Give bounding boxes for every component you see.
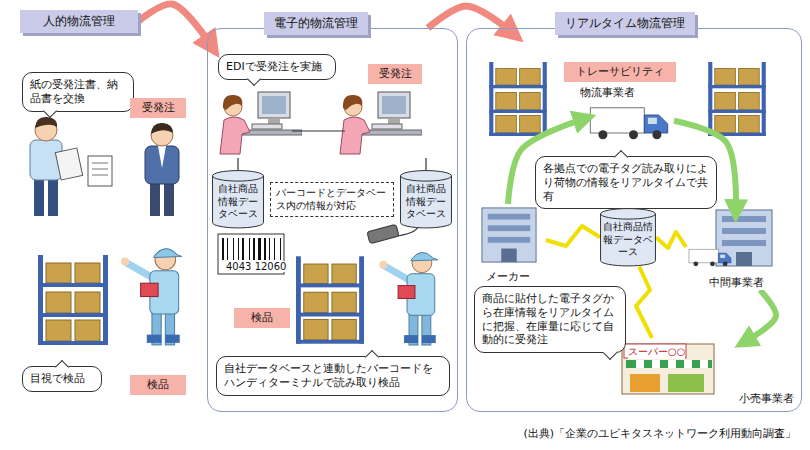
worker [379,252,437,345]
panel-title: リアルタイム物流管理 [555,12,695,35]
node-text: トレーサビリティ [570,65,670,79]
panel-title: 電子的物流管理 [264,12,368,35]
actor-node: 中間事業者 [686,204,786,290]
node-text: 自社商品情報データベース [603,221,653,259]
database-cylinder: 自社商品情報データベース [212,170,264,229]
database-cylinder: 自社商品情報データベース [600,208,656,267]
note-box: バーコードとデータベース内の情報が対応 [270,182,394,217]
speech-bubble: 商品に貼付した電子タグから在庫情報をリアルタイムに把握、在庫量に応じて自動的に受… [474,286,626,353]
bubble-tail [365,349,379,363]
barcode-number: 4043 12060 [226,261,286,272]
node-text: 自社商品情報データベース [403,183,449,221]
node-text: 紙の受発注書、納品書を交換 [30,78,126,106]
bubble-tail [43,104,57,118]
handy-terminal [367,224,399,243]
node-text: 自社データベースと連動したバーコードをハンディターミナルで読み取り検品 [224,362,442,390]
clerk-pc [220,92,302,154]
node-text: 人的物流管理 [30,14,128,29]
worker [121,249,182,345]
flow-arrow [138,4,207,40]
speech-bubble: EDIで受発注を実施 [218,54,336,80]
truck [689,249,731,266]
node-text: 受発注 [136,101,180,115]
actor-node: メーカー [470,204,546,284]
section-panel: EDIで受発注を実施受発注自社商品情報データベースバーコードとデータベース内の情… [207,28,458,412]
category-label: トレーサビリティ [564,62,676,82]
staff-illustration [30,117,179,216]
source-caption: (出典)「企業のユビキタスネットワーク利用動向調査」 [523,426,796,441]
bubble-tail [55,359,69,373]
bubble-tail [614,149,628,163]
radio-link [656,232,686,248]
node-text: 各拠点での電子タグ読み取りにより荷物の情報をリアルタイムで共有 [543,162,709,203]
node-text: 自社商品情報データベース [215,183,261,221]
actor-node: 物流事業者 [578,86,674,144]
speech-bubble: 各拠点での電子タグ読み取りにより荷物の情報をリアルタイムで共有 [535,156,717,209]
radio-link [636,267,652,339]
node-text: バーコードとデータベース内の情報が対応 [276,187,388,212]
node-text: 小売事業者 [737,392,796,406]
maker-building [482,208,536,262]
speech-bubble: 自社データベースと連動したバーコードをハンディターミナルで読み取り検品 [216,356,450,396]
flow-arrow [428,6,506,28]
node-text: 受発注 [374,67,416,81]
supermarket [622,344,714,394]
shelf [296,256,364,343]
node-text: 商品に貼付した電子タグから在庫情報をリアルタイムに把握、在庫量に応じて自動的に受… [482,292,618,347]
node-text: 目視で検品 [30,372,94,386]
shop-sign: スーパー○○ [628,345,685,359]
category-label: 検品 [130,375,186,395]
node-text: 検品 [136,378,180,392]
truck [590,108,667,140]
speech-bubble: 紙の受発注書、納品書を交換 [22,72,134,112]
node-text: 物流事業者 [578,86,637,100]
node-text: メーカー [484,270,532,284]
bubble-tail [603,345,617,359]
category-label: 検品 [234,308,290,328]
node-text: 中間事業者 [707,276,766,290]
bubble-tail [247,72,261,86]
speech-bubble: 目視で検品 [22,366,102,392]
node-text: EDIで受発注を実施 [226,60,328,74]
clerk-pc [340,92,422,154]
network-wire [238,131,426,236]
section-tab: 人的物流管理 [20,10,138,33]
database-cylinder: 自社商品情報データベース [400,170,452,229]
shelf [489,62,547,136]
flow-arrow [751,290,776,338]
node-text: 検品 [240,311,284,325]
category-label: 受発注 [368,64,422,84]
shelf [708,62,766,136]
radio-link [546,226,600,246]
category-label: 受発注 [130,98,186,118]
shelf [38,255,108,345]
